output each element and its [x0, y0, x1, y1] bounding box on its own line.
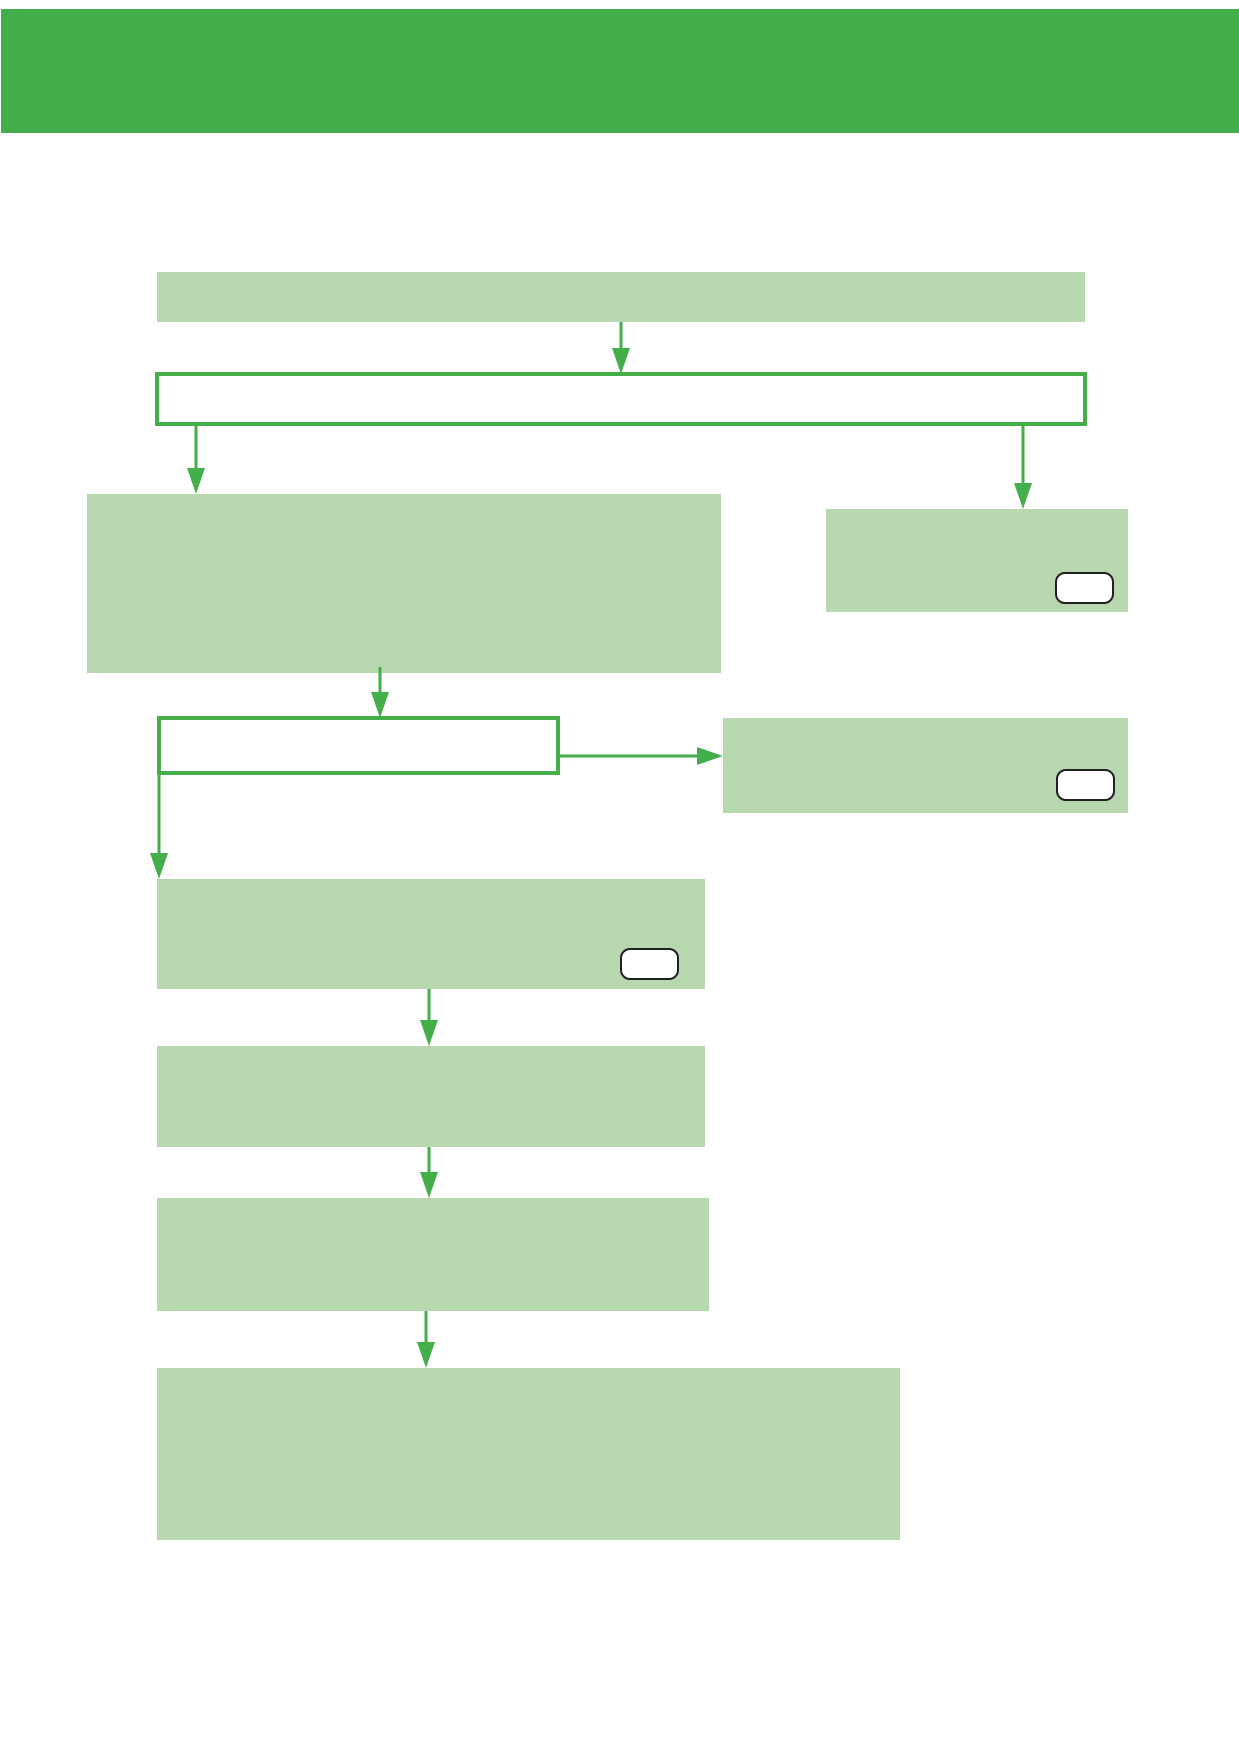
arrowhead-step-4-to-step-5 — [420, 1172, 438, 1198]
arrowhead-decision-2-to-step-3-right — [697, 747, 723, 765]
arrowhead-step-1-to-decision-1 — [612, 348, 630, 374]
arrowhead-decision-1-to-step-2-right — [1014, 483, 1032, 509]
node-step-3-left — [157, 879, 705, 989]
ref-badge-step-3-left — [620, 948, 679, 980]
ref-badge-step-2-right — [1055, 572, 1114, 604]
arrowhead-decision-1-to-step-2-left — [187, 468, 205, 494]
node-decision-2 — [157, 716, 560, 775]
ref-badge-step-3-right — [1056, 769, 1115, 801]
arrowhead-step-3-left-to-step-4 — [420, 1020, 438, 1046]
node-step-5 — [157, 1198, 709, 1311]
arrowhead-decision-2-to-step-3-left — [150, 853, 168, 879]
header-bar — [1, 9, 1239, 133]
node-step-2-left — [87, 494, 721, 673]
node-decision-1 — [155, 372, 1087, 426]
node-step-6 — [157, 1368, 900, 1540]
node-step-4 — [157, 1046, 705, 1147]
arrowhead-step-2-left-to-decision-2 — [371, 692, 389, 718]
node-step-1 — [157, 272, 1085, 322]
arrowhead-step-5-to-step-6 — [417, 1342, 435, 1368]
